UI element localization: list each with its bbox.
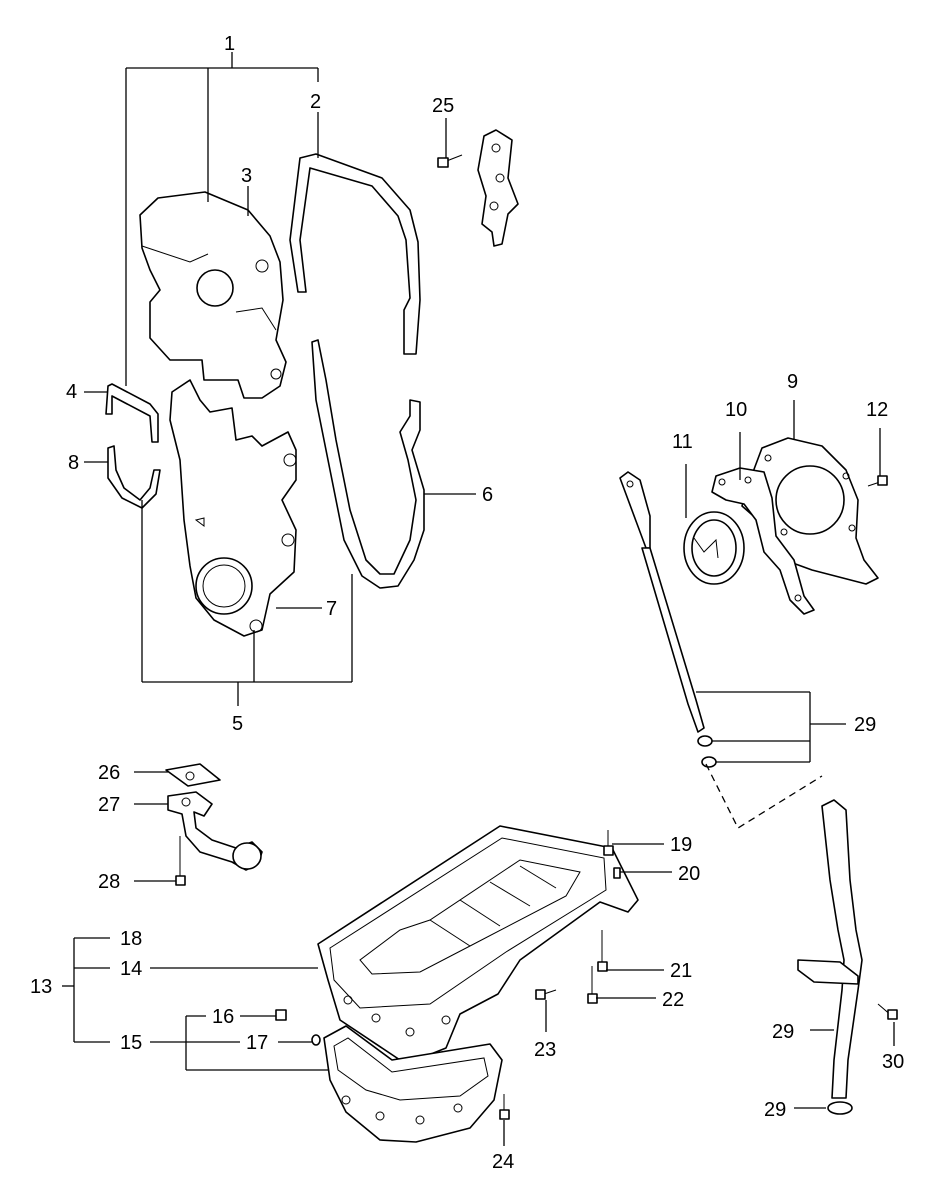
callout-27: 27 — [98, 794, 120, 816]
callout-1: 1 — [224, 33, 235, 55]
callout-18: 18 — [120, 928, 142, 950]
leader-lines-group-1 — [125, 52, 447, 386]
callout-5: 5 — [232, 713, 243, 735]
bolt-21 — [597, 930, 608, 972]
callout-30: 30 — [882, 1051, 904, 1073]
pickup-gasket — [165, 763, 221, 787]
dipstick — [619, 471, 705, 733]
seal-4 — [105, 383, 159, 443]
leader-lines-pickup — [134, 771, 176, 882]
lower-oil-pan — [323, 1025, 503, 1143]
callout-22: 22 — [662, 989, 684, 1011]
callout-11: 11 — [672, 431, 693, 453]
callout-6: 6 — [482, 484, 493, 506]
lower-timing-cover — [169, 379, 297, 637]
leader-lines-dipstick — [685, 400, 895, 1109]
callout-25: 25 — [432, 95, 454, 117]
callout-2: 2 — [310, 91, 321, 113]
callout-29-oring: 29 — [764, 1099, 786, 1121]
callout-26: 26 — [98, 762, 120, 784]
callout-23: 23 — [534, 1039, 556, 1061]
callout-16: 16 — [212, 1006, 234, 1028]
oil-strainer — [167, 791, 263, 871]
leader-lines-oil-pan — [62, 843, 672, 1146]
callout-8: 8 — [68, 452, 79, 474]
bolt-28 — [175, 836, 186, 886]
bolt-24 — [499, 1094, 510, 1120]
bolt-12 — [867, 475, 888, 487]
drain-plug-16 — [275, 1009, 287, 1021]
seal-8 — [107, 445, 161, 509]
callout-14: 14 — [120, 958, 142, 980]
callout-28: 28 — [98, 871, 120, 893]
rear-oil-seal — [683, 511, 745, 585]
callout-17: 17 — [246, 1032, 268, 1054]
upper-timing-cover — [139, 191, 287, 399]
upper-oil-pan — [317, 825, 639, 1065]
callout-29-dipstick: 29 — [854, 714, 876, 736]
callout-29-tube: 29 — [772, 1021, 794, 1043]
dowel-20 — [613, 867, 621, 879]
callout-24: 24 — [492, 1151, 514, 1173]
callout-15: 15 — [120, 1032, 142, 1054]
rear-oil-seal-housing — [741, 437, 879, 585]
bolt-25 — [437, 154, 463, 168]
bracket-25-part — [477, 129, 519, 247]
callout-21: 21 — [670, 960, 692, 982]
callout-9: 9 — [787, 371, 798, 393]
callout-4: 4 — [66, 381, 77, 403]
dipstick-tube — [797, 799, 863, 1115]
callout-labels: 1 2 25 3 4 8 6 7 5 9 10 11 12 29 26 27 2… — [30, 33, 904, 1173]
callout-3: 3 — [241, 165, 252, 187]
bolt-22 — [587, 966, 598, 1004]
bolt-19 — [603, 830, 614, 856]
callout-20: 20 — [678, 863, 700, 885]
callout-13: 13 — [30, 976, 52, 998]
callout-10: 10 — [725, 399, 747, 421]
callout-12: 12 — [866, 399, 888, 421]
belt-cover-gasket-upper — [289, 153, 421, 355]
bolt-23 — [535, 989, 557, 1000]
leader-lines-group-5 — [84, 391, 476, 706]
bolt-30 — [877, 1003, 898, 1020]
drain-washer-17 — [311, 1034, 321, 1046]
rear-seal-gasket — [711, 467, 815, 615]
belt-cover-gasket-lower — [311, 339, 425, 589]
callout-7: 7 — [326, 598, 337, 620]
callout-19: 19 — [670, 834, 692, 856]
